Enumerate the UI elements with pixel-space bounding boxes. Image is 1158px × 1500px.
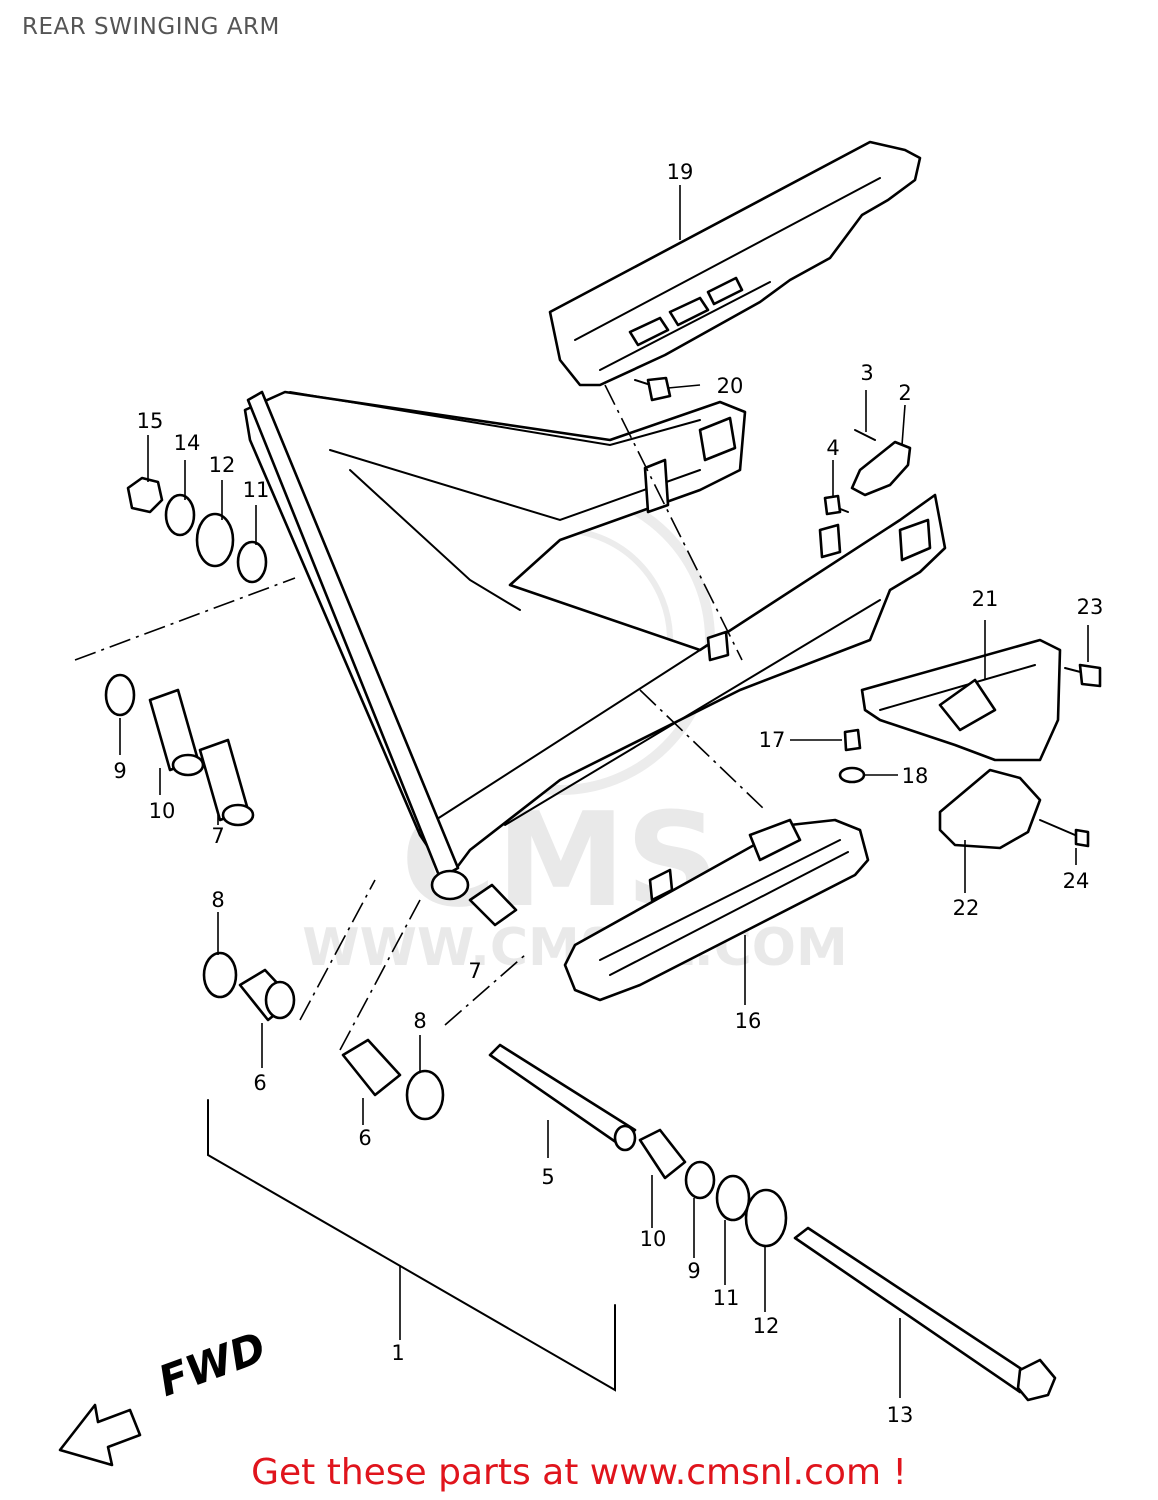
callout-1: 1 [391,1341,404,1365]
callout-12b: 12 [753,1314,780,1338]
callout-6b: 6 [358,1126,371,1150]
chain-case-bolt [634,376,672,402]
callout-9b: 9 [687,1259,700,1283]
callout-12a: 12 [209,453,236,477]
callout-17: 17 [759,728,786,752]
left-pivot-hardware [126,476,268,584]
callout-6a: 6 [253,1071,266,1095]
callout-7a: 7 [211,824,224,848]
callout-7b: 7 [468,959,481,983]
callout-11a: 11 [243,478,270,502]
callout-20: 20 [717,374,744,398]
right-bearing-set [202,883,518,1121]
rear-bracket [860,638,1102,762]
callout-8b: 8 [413,1009,426,1033]
forward-arrow-icon [58,1403,142,1467]
left-bearing-set [104,673,255,827]
callout-10a: 10 [149,799,176,823]
guard-plate [838,728,1090,850]
assembly-bracket [207,1099,616,1392]
callout-18: 18 [902,764,929,788]
callout-2: 2 [898,381,911,405]
callout-13: 13 [887,1403,914,1427]
callout-22: 22 [953,896,980,920]
callout-11b: 11 [713,1286,740,1310]
chain-adjuster-parts [823,429,912,516]
callout-5: 5 [541,1165,554,1189]
callout-14: 14 [174,431,201,455]
callout-19: 19 [667,160,694,184]
diagram-title: REAR SWINGING ARM [22,14,280,40]
callout-labels: 1 2 3 4 5 6 6 7 7 8 8 9 9 10 10 11 11 12… [113,160,1103,1427]
pivot-shaft-assembly [488,1043,1057,1402]
callout-8a: 8 [211,888,224,912]
callout-23: 23 [1077,595,1104,619]
callout-21: 21 [972,587,999,611]
callout-9a: 9 [113,759,126,783]
alignment-lines [74,384,766,1051]
callout-15: 15 [137,409,164,433]
chain-case [548,140,922,387]
callout-24: 24 [1063,869,1090,893]
callout-4: 4 [826,436,839,460]
callout-16: 16 [735,1009,762,1033]
promo-link[interactable]: Get these parts at www.cmsnl.com ! [251,1452,907,1493]
leader-lines [119,185,1089,1398]
chain-slider [563,818,870,1002]
callout-3: 3 [860,361,873,385]
callout-10b: 10 [640,1227,667,1251]
swing-arm [243,390,947,901]
